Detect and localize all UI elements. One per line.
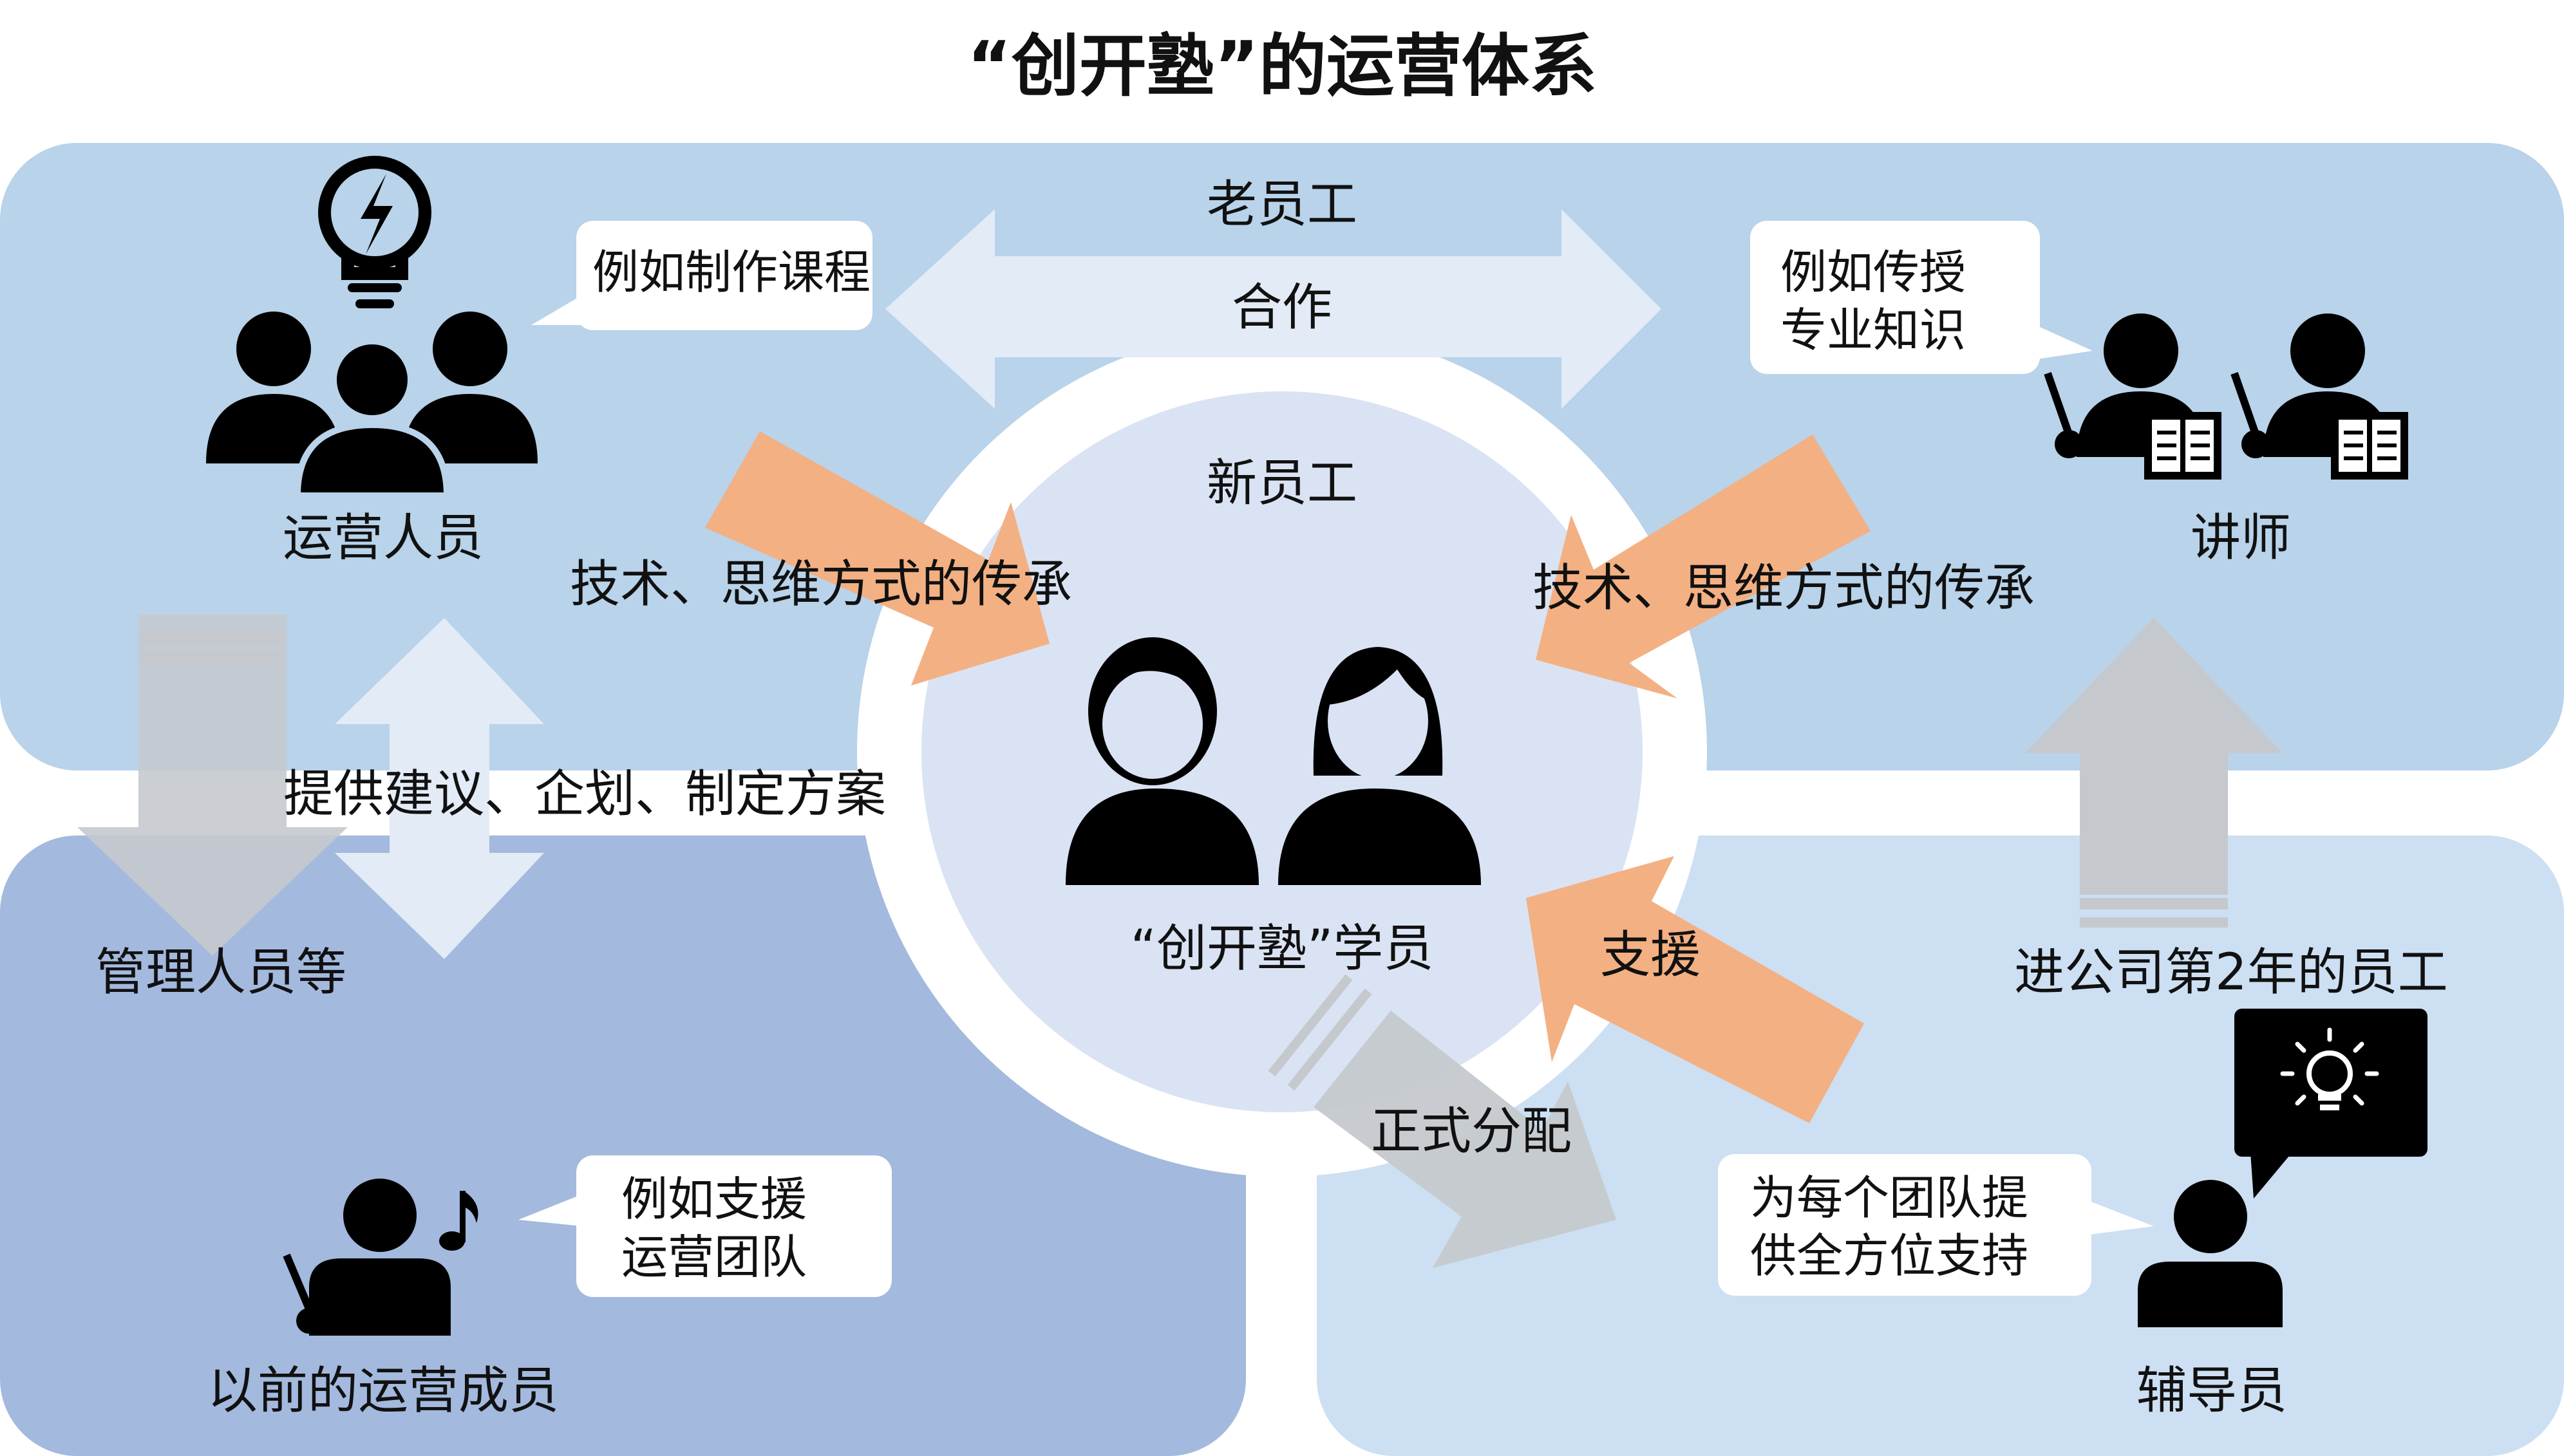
label-lecturers: 讲师 <box>2190 509 2292 567</box>
support-arrow <box>1526 856 1864 1123</box>
diagram-title: “创开塾”的运营体系 <box>966 27 1598 106</box>
bubble-lecturers <box>1750 221 2093 374</box>
bubble-tutor-line-2: 供全方位支持 <box>1750 1229 2029 1283</box>
label-tutors: 辅导员 <box>2136 1362 2288 1420</box>
bubble-former-text: 例如支援 运营团队 <box>621 1170 807 1286</box>
music-note-icon <box>439 1191 478 1251</box>
conductor-icon <box>283 1179 478 1336</box>
bubble-lecturers-line-2: 专业知识 <box>1780 303 1966 357</box>
lecturer-icon-1 <box>2044 313 2221 480</box>
transfer-arrow-left <box>705 431 1050 686</box>
bubble-lecturers-text: 例如传授 专业知识 <box>1780 243 1966 359</box>
bubble-former-line-2: 运营团队 <box>621 1230 807 1284</box>
label-operations-staff: 运营人员 <box>282 509 484 567</box>
trainee-male-icon <box>1066 637 1259 885</box>
label-former-members: 以前的运营成员 <box>207 1362 560 1420</box>
bubble-former-line-1: 例如支援 <box>621 1172 807 1226</box>
assignment-arrow <box>1314 1011 1616 1268</box>
transfer-arrow-right <box>1536 434 1871 698</box>
lightbulb-idea-icon <box>318 156 431 308</box>
advice-arrow-double <box>335 618 544 959</box>
advice-arrow-down <box>77 615 348 956</box>
label-transfer-right: 技术、思维方式的传承 <box>1532 559 2035 617</box>
label-second-year: 进公司第2年的员工 <box>2014 944 2448 1002</box>
trainee-female-icon <box>1278 647 1481 885</box>
assignment-arrow-stripes <box>1268 974 1372 1091</box>
bubble-ops <box>531 221 872 330</box>
bubble-lecturers-line-1: 例如传授 <box>1780 245 1966 299</box>
bubble-tutor-text: 为每个团队提 供全方位支持 <box>1750 1169 2028 1285</box>
operations-team-icon <box>206 312 538 499</box>
label-support: 支援 <box>1599 926 1701 984</box>
cooperation-arrow <box>885 209 1661 409</box>
label-transfer-left: 技术、思维方式的传承 <box>569 555 1073 613</box>
label-trainees: “创开塾”学员 <box>1130 920 1434 978</box>
bubble-tutor <box>1718 1154 2154 1296</box>
bubble-ops-line-1: 例如制作课程 <box>592 245 871 299</box>
tutor-icon <box>2138 1180 2283 1327</box>
label-new-staff: 新员工 <box>1206 454 1358 512</box>
bubble-tutor-line-1: 为每个团队提 <box>1750 1171 2029 1225</box>
label-old-staff: 老员工 <box>1206 176 1358 234</box>
bubble-former <box>518 1155 892 1297</box>
center-circle <box>921 391 1643 1112</box>
advice-arrow-down-stripes <box>138 634 287 661</box>
label-advice: 提供建议、企划、制定方案 <box>283 765 887 823</box>
idea-speech-icon <box>2234 1009 2427 1199</box>
label-managers: 管理人员等 <box>95 944 347 1002</box>
promotion-arrow-up <box>2025 618 2283 895</box>
bubble-ops-text: 例如制作课程 <box>592 243 871 301</box>
lecturer-icon-2 <box>2230 313 2408 480</box>
label-formal-assignment: 正式分配 <box>1370 1103 1572 1161</box>
label-cooperation: 合作 <box>1231 279 1333 337</box>
promotion-arrow-stripes <box>2080 898 2228 928</box>
